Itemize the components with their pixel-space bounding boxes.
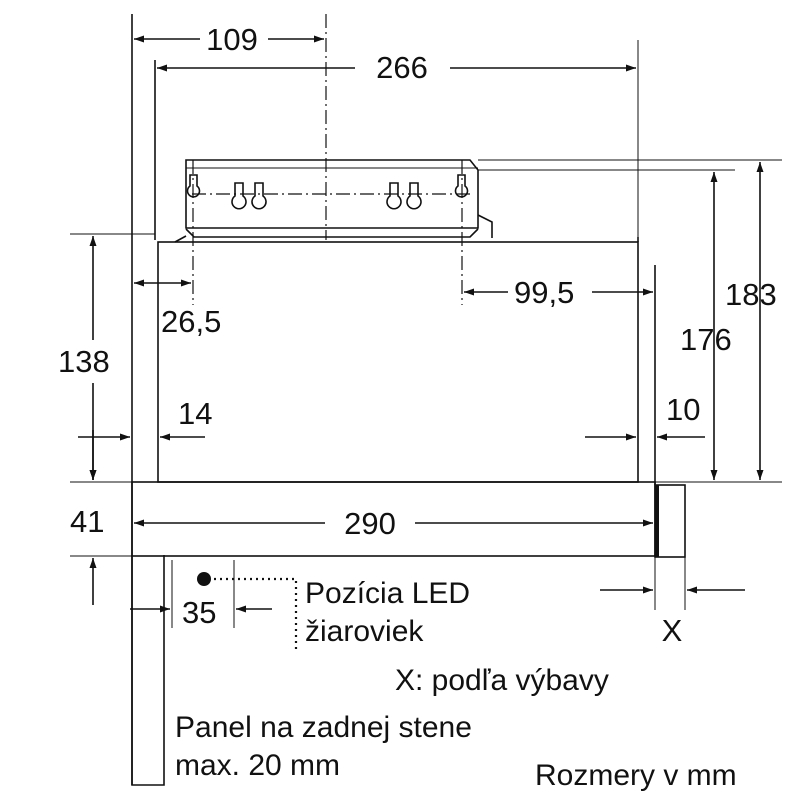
x-equipment-note: X: podľa výbavy (395, 664, 609, 697)
dimension-value-176: 176 (680, 322, 732, 357)
dimension-value-266: 266 (376, 50, 428, 85)
dimension-value-183: 183 (725, 277, 777, 312)
dimension-value-14: 14 (178, 396, 212, 431)
extension-lines (70, 40, 782, 628)
mounting-bracket (185, 159, 479, 229)
dimension-value-41: 41 (70, 504, 104, 539)
rear-wall-panel-bottom (131, 555, 165, 786)
dimension-value-138: 138 (58, 344, 110, 379)
dimension-lines (78, 35, 764, 613)
led-position-marker (197, 572, 298, 652)
keyhole-slot (386, 182, 402, 210)
keyhole-slots (186, 174, 469, 210)
bracket-tab-left (174, 235, 187, 243)
annotation-notes: Pozícia LED žiaroviek X: podľa výbavy Pa… (175, 577, 737, 792)
dimension-value-99-5: 99,5 (514, 275, 574, 310)
bracket-base (185, 228, 479, 238)
dimension-value-10: 10 (666, 392, 700, 427)
panel-note-line-2: max. 20 mm (175, 749, 340, 782)
dimension-values: 109 266 26,5 99,5 183 176 138 14 10 41 2… (58, 22, 777, 648)
keyhole-slot (231, 182, 247, 210)
panel-note-line-1: Panel na zadnej stene (175, 711, 472, 744)
dimension-value-26-5: 26,5 (161, 304, 221, 339)
led-leader-line (214, 577, 298, 652)
hood-structure (131, 14, 686, 786)
dimension-value-290: 290 (344, 506, 396, 541)
keyhole-slot (186, 174, 201, 198)
dimension-value-x: X (662, 613, 683, 648)
keyhole-slot (406, 182, 422, 210)
led-note-line-1: Pozícia LED (305, 577, 470, 610)
dimension-value-109: 109 (206, 22, 258, 57)
led-note-line-2: žiaroviek (305, 615, 424, 648)
led-bulb-dot (197, 572, 211, 586)
dimension-value-35: 35 (182, 595, 216, 630)
center-lines (192, 14, 470, 305)
drawer-handle (654, 484, 686, 558)
keyhole-slot (251, 182, 267, 210)
units-note: Rozmery v mm (535, 759, 737, 792)
bracket-tab (477, 214, 493, 238)
